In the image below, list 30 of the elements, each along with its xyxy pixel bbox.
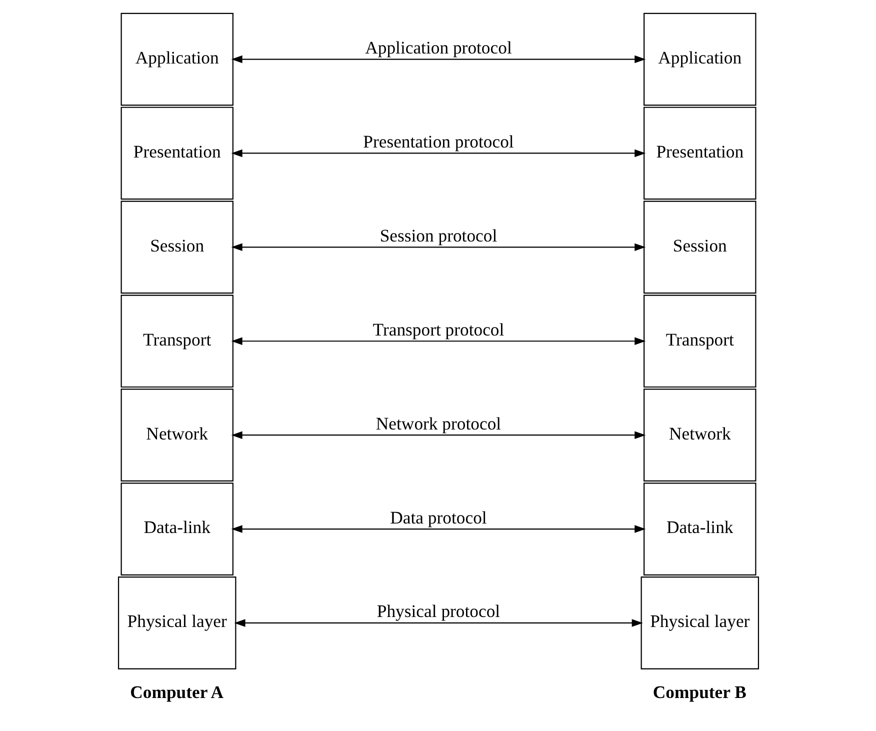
arrow — [230, 242, 646, 251]
edge-label: Transport protocol — [372, 318, 504, 339]
node-box: Physical layer — [640, 576, 759, 669]
node-box: Application — [120, 12, 233, 106]
label: Computer B — [652, 681, 746, 702]
arrow — [230, 54, 646, 63]
arrow — [230, 148, 646, 157]
node-box: Session — [643, 200, 756, 294]
node-box: Session — [120, 200, 233, 294]
edge-label: Data protocol — [390, 506, 486, 527]
edge-label: Presentation protocol — [362, 130, 514, 151]
node-box: Data-link — [643, 482, 756, 575]
edge-label: Network protocol — [375, 412, 501, 433]
node-box: Presentation — [643, 106, 756, 200]
arrow — [230, 524, 646, 532]
node-box: Data-link — [120, 482, 233, 575]
node-box: Physical layer — [117, 576, 236, 669]
node-box: Transport — [120, 294, 233, 388]
arrow — [230, 336, 646, 344]
node-box: Transport — [643, 294, 756, 388]
arrow — [234, 618, 642, 626]
node-box: Network — [120, 388, 233, 481]
node-box: Presentation — [120, 106, 233, 200]
node-box: Application — [643, 12, 756, 106]
arrow — [230, 430, 646, 438]
edge-label: Application protocol — [364, 37, 512, 58]
edge-label: Physical protocol — [376, 600, 500, 621]
edge-label: Session protocol — [379, 224, 497, 245]
node-box: Network — [643, 388, 756, 481]
label: Computer A — [130, 681, 224, 702]
